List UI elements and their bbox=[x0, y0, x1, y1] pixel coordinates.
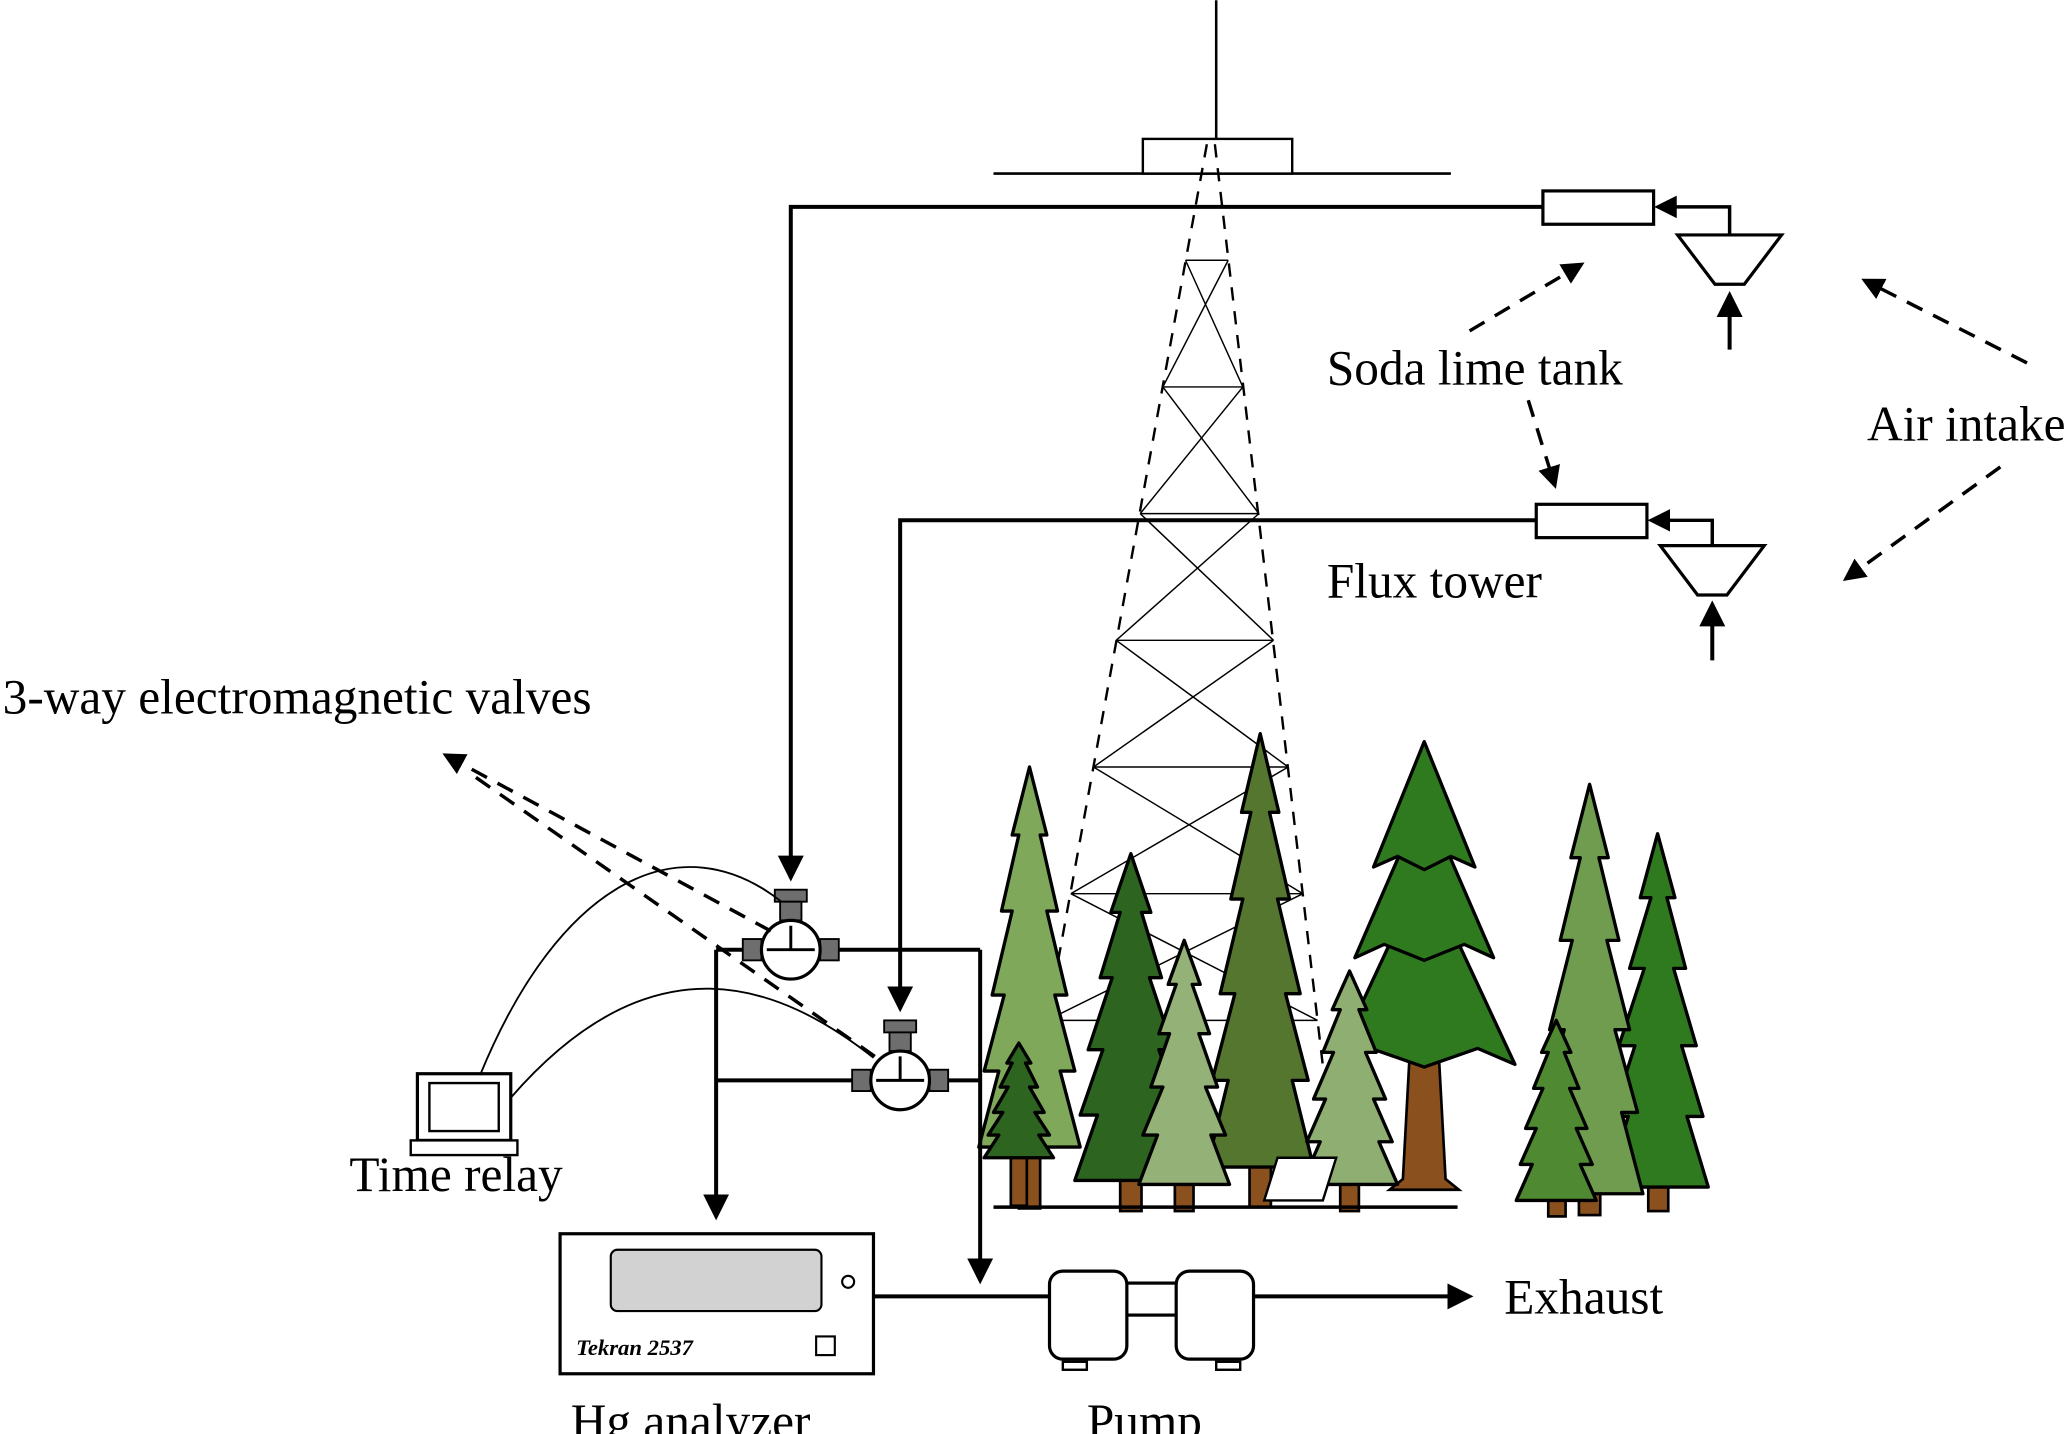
tree-crown bbox=[1353, 796, 1496, 963]
soda-lime-pointer-2 bbox=[1526, 399, 1560, 489]
air-intake-pointer-1 bbox=[1861, 278, 2028, 365]
valve-2 bbox=[851, 1019, 950, 1112]
analyzer-power-button bbox=[815, 1335, 836, 1357]
time-relay-label: Time relay bbox=[349, 1147, 563, 1202]
monitor-base bbox=[409, 1139, 519, 1157]
sample-line-lower bbox=[887, 518, 1537, 1013]
relay-cable-1 bbox=[479, 866, 783, 1076]
analyzer-display bbox=[609, 1248, 823, 1313]
sample-line-upper bbox=[777, 204, 1543, 882]
tree-crown bbox=[1299, 969, 1400, 1187]
valve-passage bbox=[876, 1056, 925, 1082]
tower-leg-right bbox=[1213, 144, 1339, 1192]
pump bbox=[1047, 1269, 1256, 1371]
air-intake-label: Air intake bbox=[1867, 396, 2066, 451]
tower-leg-left bbox=[1014, 144, 1209, 1192]
analyzer-led bbox=[841, 1274, 856, 1289]
pump-foot-right bbox=[1214, 1360, 1242, 1371]
funnel-to-tank-line-2 bbox=[1647, 509, 1715, 546]
valve-port-left bbox=[851, 1068, 872, 1092]
soda-lime-tank-2 bbox=[1534, 502, 1649, 540]
valve-port-top bbox=[779, 900, 803, 922]
valve-port-top bbox=[888, 1031, 912, 1052]
valve-port-right bbox=[928, 1068, 950, 1092]
relay-cable-2 bbox=[510, 987, 875, 1099]
soda-lime-pointer-1 bbox=[1468, 262, 1585, 333]
funnel-to-tank-line-1 bbox=[1654, 195, 1732, 235]
pump-connector bbox=[1122, 1281, 1182, 1317]
tree-crown bbox=[1514, 1018, 1598, 1203]
tree-crown bbox=[1137, 938, 1232, 1187]
valves-pointer-1 bbox=[442, 753, 772, 933]
valves-pointer-2 bbox=[465, 769, 876, 1058]
monitor-screen bbox=[428, 1081, 500, 1133]
pump-label: Pump bbox=[1087, 1394, 1202, 1434]
hg-analyzer-label: Hg analyzer bbox=[571, 1394, 811, 1434]
tower-hut bbox=[1262, 1156, 1338, 1202]
valves-label: 3-way electromagnetic valves bbox=[3, 670, 592, 725]
flux-tower-label: Flux tower bbox=[1327, 554, 1542, 609]
air-intake-pointer-2 bbox=[1842, 465, 2002, 581]
valve-cap bbox=[883, 1019, 918, 1034]
sensor-box bbox=[1141, 137, 1294, 175]
air-intake-funnel-1 bbox=[1674, 233, 1785, 286]
tree-crown bbox=[1205, 732, 1316, 1169]
tree-trunk bbox=[1385, 1055, 1463, 1192]
analyzer-model-label: Tekran 2537 bbox=[576, 1335, 695, 1360]
soda-lime-tank-1 bbox=[1541, 189, 1656, 226]
air-intake-funnel-2 bbox=[1657, 544, 1768, 597]
tree-crown bbox=[1371, 740, 1477, 872]
valve-port-right bbox=[819, 938, 840, 962]
soda-lime-label: Soda lime tank bbox=[1327, 340, 1623, 395]
valve-passage bbox=[766, 925, 815, 952]
pump-foot-left bbox=[1061, 1360, 1089, 1371]
valve-port-left bbox=[741, 938, 763, 962]
pump-body-left bbox=[1047, 1269, 1129, 1361]
tree-trunk bbox=[1009, 1153, 1029, 1208]
valve-1 bbox=[741, 888, 840, 981]
time-relay bbox=[409, 1072, 519, 1157]
hg-analyzer: Tekran 2537 bbox=[558, 1232, 876, 1376]
tree-crown bbox=[982, 1041, 1056, 1160]
pump-body-right bbox=[1174, 1269, 1256, 1361]
exhaust-label: Exhaust bbox=[1504, 1270, 1663, 1325]
forest bbox=[977, 732, 1710, 1218]
